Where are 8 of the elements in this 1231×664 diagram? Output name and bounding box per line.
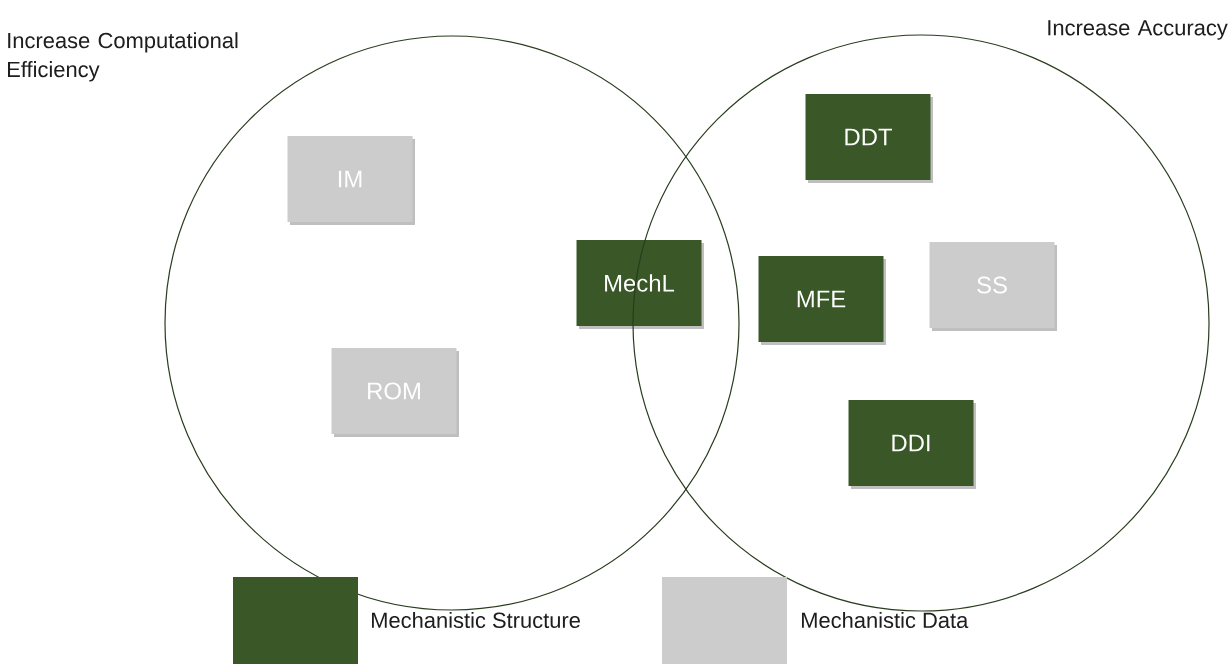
circle-heading: Increase Accuracy (1048, 20, 1228, 40)
legend-label: Mechanistic Structure (372, 611, 580, 629)
category-box: DDT (805, 94, 933, 183)
category-box: DDI (848, 400, 976, 489)
legend-label: Mechanistic Data (802, 611, 969, 629)
circle-heading: Increase Computational Efficiency (8, 32, 238, 82)
category-box: MFE (758, 256, 886, 345)
category-box: MechL (576, 240, 704, 329)
